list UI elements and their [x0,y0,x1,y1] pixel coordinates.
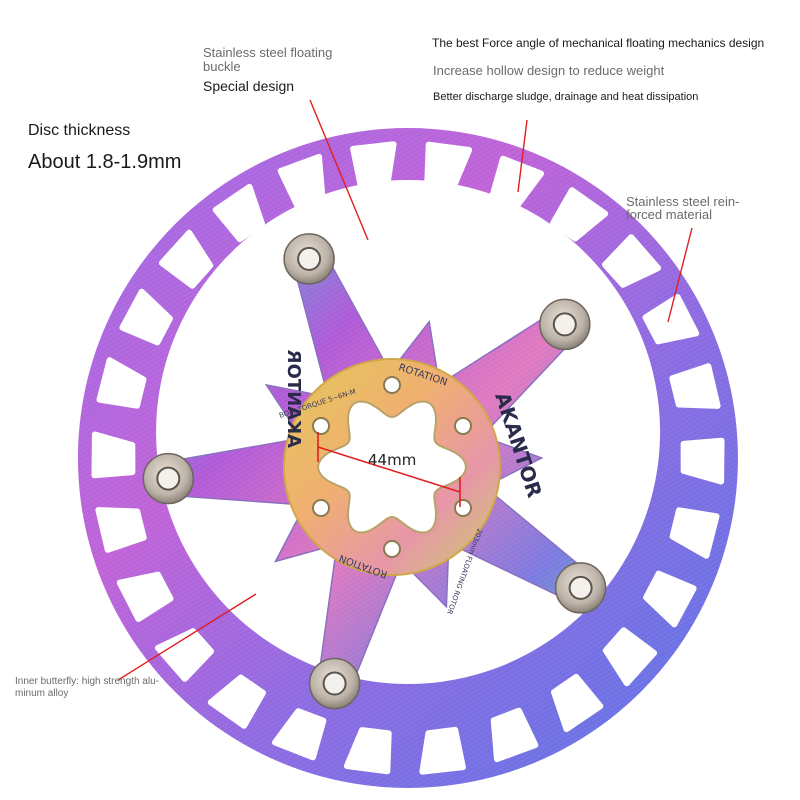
hub-bolt-hole [383,376,401,394]
rotor-brand-text-mirrored: AKANTOR [283,350,304,448]
pointer-inner [117,593,257,681]
floating-buckle [554,562,607,614]
vent-slot [155,628,214,682]
vent-slot [119,288,173,346]
vent-slot [602,234,661,288]
floating-buckle [539,298,591,351]
vent-slot [669,363,721,409]
dimension-label: 44mm [368,451,416,469]
pointer-features [517,119,528,193]
vent-slot [551,673,604,733]
disc-thickness-title: Disc thickness [28,122,131,139]
ventilation-slots [91,141,725,775]
hub-bolt-hole [454,499,472,517]
feature-caption-2: Increase hollow design to reduce weight [433,63,665,78]
vent-slot [643,570,697,628]
vent-slot [419,726,466,775]
vent-slot [489,155,544,208]
vent-slot [642,294,700,345]
floating-buckle [142,452,195,505]
vent-slot [116,571,174,622]
vent-slot [343,727,392,775]
material-caption-line2: forced material [626,207,712,222]
vent-slot [96,357,147,409]
vent-slot [95,507,147,553]
buckle-caption-line1: Stainless steel floating [203,45,333,60]
pointer-buckle [309,99,369,241]
vent-slot [669,507,720,559]
pointer-lines [117,99,693,681]
vent-slot [680,437,725,485]
hub-bolt-hole [454,417,472,435]
hub-bolt-hole [383,540,401,558]
disc-thickness-value: About 1.8-1.9mm [28,151,182,173]
vent-slot [272,708,327,761]
vent-slot [350,141,397,190]
center-hub [283,358,501,576]
vent-slot [424,141,473,189]
hub-bolt-hole [312,417,330,435]
outer-braking-ring [77,128,738,788]
vent-slot [91,431,136,479]
buckle-caption-line3: Special design [203,78,295,94]
vent-slot [212,183,265,243]
feature-caption-1: The best Force angle of mechanical float… [432,36,765,50]
buckle-caption-line2: buckle [203,59,241,74]
vent-slot [490,707,539,763]
floating-buckles [142,233,607,710]
inner-caption-line2: minum alloy [15,688,69,699]
vent-slot [550,187,609,242]
pointer-material [667,227,693,323]
vent-slot [602,627,658,687]
vent-slot [277,153,326,209]
hub-bolt-hole [312,499,330,517]
vent-slot [158,229,214,289]
floating-buckle [308,657,361,710]
inner-caption-line1: Inner butterfly: high strength alu- [15,676,159,687]
dimension-marker: 44mm [317,432,461,507]
floating-buckle [283,233,335,285]
material-caption-line1: Stainless steel rein- [626,194,740,209]
feature-caption-3: Better discharge sludge, drainage and he… [433,91,699,103]
vent-slot [207,674,266,729]
